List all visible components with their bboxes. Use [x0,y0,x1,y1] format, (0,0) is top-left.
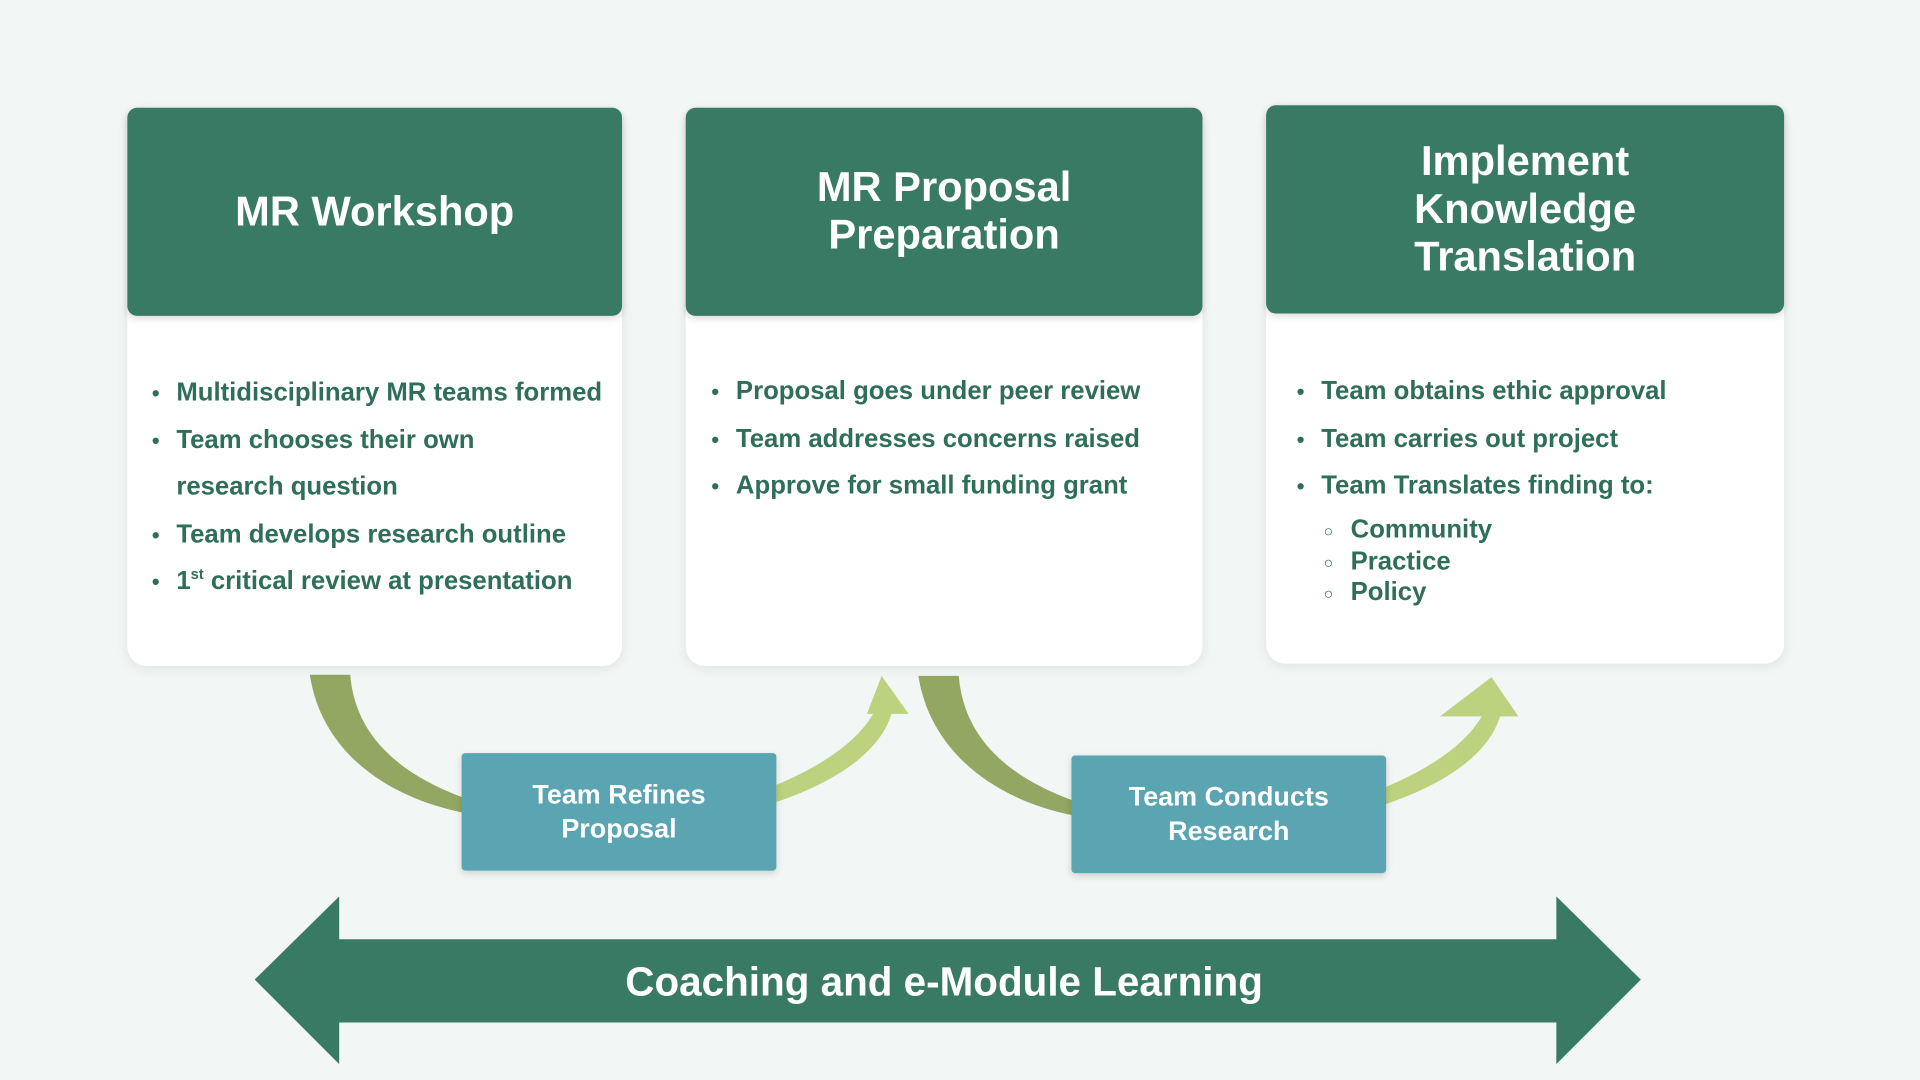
card-implement-knowledge-translation: Implement Knowledge Translation Team obt… [1266,105,1785,664]
footer-arrow-label: Coaching and e-Module Learning [625,958,1263,1005]
card-mr-workshop: MR Workshop Multidisciplinary MR teams f… [127,107,623,667]
curve-arrow-right-up [1384,677,1519,805]
card-title: Implement Knowledge Translation [1414,137,1637,280]
bullet-list: Team obtains ethic approval Team carries… [1297,369,1775,510]
list-item: Team chooses their own research question [152,417,605,511]
bullet-text: critical review at presentation [203,566,573,596]
card-mr-proposal-preparation: MR Proposal Preparation Proposal goes un… [685,107,1203,667]
card-header-mr-proposal-preparation: MR Proposal Preparation [685,107,1203,316]
double-arrow-icon [254,896,1641,1065]
bullet-list: Multidisciplinary MR teams formed Team c… [152,370,605,606]
list-item: 1st critical review at presentation [152,558,605,605]
bullet-list: Proposal goes under peer review Team add… [711,369,1189,510]
list-item: Team carries out project [1297,416,1775,463]
list-item: Team obtains ethic approval [1297,369,1775,416]
curve-arrow-left-up [776,675,909,803]
list-item: Team Translates finding to: [1297,463,1775,510]
list-item: Team addresses concerns raised [711,416,1189,463]
list-item: Practice [1324,546,1691,578]
list-item: Approve for small funding grant [711,463,1189,510]
step-team-conducts-research: Team Conducts Research [1071,755,1387,874]
list-item: Multidisciplinary MR teams formed [152,370,605,417]
step-team-refines-proposal: Team Refines Proposal [461,753,777,871]
step-label: Team Conducts Research [1128,781,1329,847]
list-item: Community [1324,514,1691,546]
list-item: Policy [1324,577,1691,609]
curve-arrow-left-down [309,674,466,814]
list-item: Proposal goes under peer review [711,369,1189,416]
ordinal-number: 1 [176,566,191,596]
list-item: Team develops research outline [152,511,605,558]
card-title: MR Workshop [235,187,515,235]
card-header-implement-knowledge-translation: Implement Knowledge Translation [1266,105,1785,314]
card-header-mr-workshop: MR Workshop [127,107,623,316]
curve-arrow-middle-down [918,675,1074,816]
sub-bullet-list: Community Practice Policy [1297,514,1691,608]
step-label: Team Refines Proposal [532,778,706,844]
card-title: MR Proposal Preparation [816,164,1072,259]
ordinal-suffix: st [190,565,204,583]
